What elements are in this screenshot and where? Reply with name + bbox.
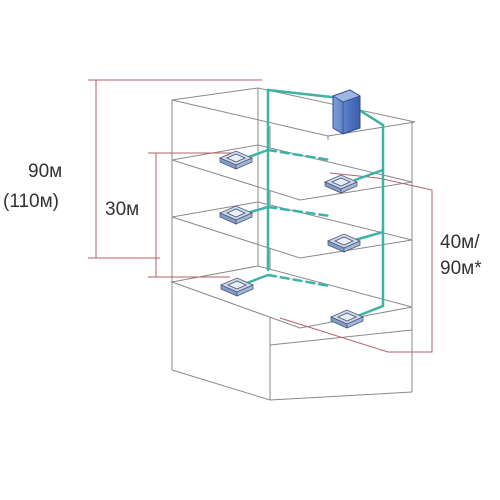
- indoor-unit: [324, 174, 358, 194]
- indoor-unit: [327, 233, 361, 253]
- label-total-height: 90м: [28, 161, 63, 182]
- pipe-floor3-left: [245, 273, 270, 285]
- ground-edge: [171, 369, 413, 401]
- pipe-floor1-right: [353, 168, 385, 182]
- floor-slab-2: [171, 201, 413, 259]
- label-pipe-length-alt: 90м*: [440, 258, 482, 279]
- indoor-units: [219, 150, 364, 329]
- label-pipe-length: 40м/: [440, 232, 480, 253]
- label-indoor-height: 30м: [105, 199, 140, 220]
- indoor-unit: [219, 205, 253, 225]
- indoor-unit: [219, 150, 253, 170]
- indoor-unit: [330, 309, 364, 329]
- pipe-floor1-dashed: [266, 148, 332, 162]
- label-total-height-alt: (110м): [3, 191, 60, 212]
- dimension-lines: [88, 79, 433, 353]
- pipe-floor2-right: [353, 230, 385, 242]
- indoor-unit: [220, 277, 254, 297]
- building-outline: [170, 87, 416, 401]
- dim-pipe-bracket: [279, 172, 433, 353]
- floor-slab-3: [170, 265, 413, 329]
- outdoor-unit: [332, 89, 361, 135]
- pipe-floor3-dashed: [266, 273, 332, 288]
- pipe-floor3-right: [358, 304, 385, 317]
- roof-right-edge: [171, 99, 416, 137]
- pipe-floor2-dashed: [266, 205, 332, 218]
- pipe-roof-run: [266, 88, 385, 127]
